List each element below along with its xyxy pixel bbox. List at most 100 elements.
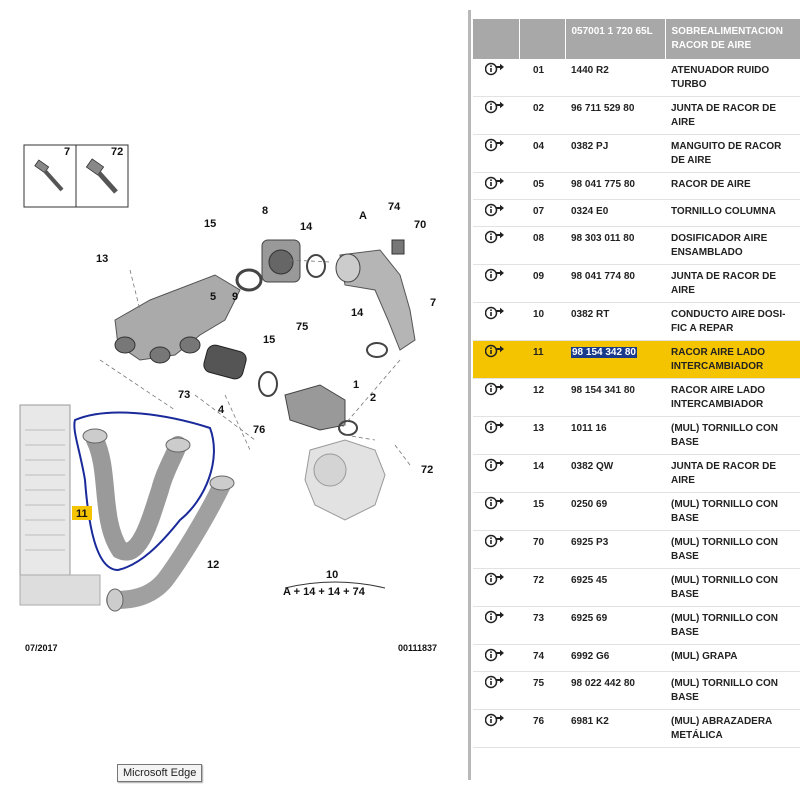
row-reference: 6925 P3 bbox=[565, 530, 665, 569]
row-reference: 1011 16 bbox=[565, 416, 665, 455]
row-info-icon-cell[interactable] bbox=[473, 302, 519, 341]
row-info-icon-cell[interactable] bbox=[473, 644, 519, 672]
info-arrow-icon[interactable] bbox=[485, 572, 505, 589]
air-pipe-a-drawing bbox=[335, 239, 416, 358]
info-arrow-icon[interactable] bbox=[485, 610, 505, 627]
header-ref: 057001 1 720 65L bbox=[565, 19, 666, 59]
row-reference: 6925 45 bbox=[565, 568, 665, 607]
info-arrow-icon[interactable] bbox=[485, 176, 505, 193]
row-info-icon-cell[interactable] bbox=[473, 134, 519, 173]
row-info-icon-cell[interactable] bbox=[473, 226, 519, 265]
row-info-icon-cell[interactable] bbox=[473, 530, 519, 569]
info-arrow-icon[interactable] bbox=[485, 675, 505, 692]
row-info-icon-cell[interactable] bbox=[473, 709, 519, 748]
row-description: JUNTA DE RACOR DE AIRE bbox=[665, 264, 800, 303]
info-arrow-icon[interactable] bbox=[485, 62, 505, 79]
row-info-icon-cell[interactable] bbox=[473, 416, 519, 455]
row-reference: 0382 PJ bbox=[565, 134, 665, 173]
info-arrow-icon[interactable] bbox=[485, 230, 505, 247]
row-description: DOSIFICADOR AIRE ENSAMBLADO bbox=[665, 226, 800, 265]
row-reference-text: 6981 K2 bbox=[571, 716, 609, 727]
parts-diagram[interactable]: 7 72 15 8 14 A 74 70 13 5 9 75 15 7 14 7… bbox=[0, 0, 468, 800]
row-info-icon-cell[interactable] bbox=[473, 199, 519, 227]
row-number: 04 bbox=[519, 134, 565, 173]
info-arrow-icon[interactable] bbox=[485, 306, 505, 323]
browser-tooltip: Microsoft Edge bbox=[117, 764, 203, 782]
label-5: 5 bbox=[210, 291, 216, 303]
row-reference-text: 1440 R2 bbox=[571, 65, 609, 76]
row-info-icon-cell[interactable] bbox=[473, 264, 519, 303]
row-reference-text: 0382 PJ bbox=[571, 141, 609, 152]
info-arrow-icon[interactable] bbox=[485, 458, 505, 475]
diagram-labels: 7 72 15 8 14 A 74 70 13 5 9 75 15 7 14 7… bbox=[64, 146, 436, 598]
label-9: 9 bbox=[232, 291, 238, 303]
row-reference: 6992 G6 bbox=[565, 644, 665, 672]
row-reference-text: 0382 QW bbox=[571, 461, 614, 472]
row-reference: 0382 QW bbox=[565, 454, 665, 493]
row-info-icon-cell[interactable] bbox=[473, 671, 519, 710]
row-number: 09 bbox=[519, 264, 565, 303]
info-arrow-icon[interactable] bbox=[485, 344, 505, 361]
label-11-highlight bbox=[72, 506, 92, 520]
row-info-icon-cell[interactable] bbox=[473, 378, 519, 417]
info-arrow-icon[interactable] bbox=[485, 100, 505, 117]
sleeve-4-drawing bbox=[203, 344, 278, 397]
row-number: 12 bbox=[519, 378, 565, 417]
row-reference-text: 98 154 342 80 bbox=[571, 347, 637, 358]
info-arrow-icon[interactable] bbox=[485, 713, 505, 730]
row-number: 02 bbox=[519, 96, 565, 135]
header-icon bbox=[473, 19, 520, 59]
info-arrow-icon[interactable] bbox=[485, 420, 505, 437]
header-num bbox=[519, 19, 566, 59]
row-description: CONDUCTO AIRE DOSI-FIC A REPAR bbox=[665, 302, 800, 341]
row-reference: 1440 R2 bbox=[565, 59, 665, 97]
row-reference: 98 154 342 80 bbox=[565, 340, 665, 379]
label-70: 70 bbox=[414, 219, 426, 231]
info-arrow-icon[interactable] bbox=[485, 268, 505, 285]
label-11: 11 bbox=[76, 508, 88, 520]
row-reference: 6981 K2 bbox=[565, 709, 665, 748]
info-arrow-icon[interactable] bbox=[485, 496, 505, 513]
silencer-1-drawing bbox=[284, 384, 358, 436]
intake-manifold-drawing bbox=[114, 274, 241, 364]
info-arrow-icon[interactable] bbox=[485, 203, 505, 220]
row-info-icon-cell[interactable] bbox=[473, 454, 519, 493]
row-info-icon-cell[interactable] bbox=[473, 492, 519, 531]
row-info-icon-cell[interactable] bbox=[473, 59, 519, 97]
row-reference-text: 0324 E0 bbox=[571, 206, 609, 217]
row-description: JUNTA DE RACOR DE AIRE bbox=[665, 96, 800, 135]
row-info-icon-cell[interactable] bbox=[473, 568, 519, 607]
row-reference: 98 041 774 80 bbox=[565, 264, 665, 303]
row-reference: 98 154 341 80 bbox=[565, 378, 665, 417]
info-arrow-icon[interactable] bbox=[485, 138, 505, 155]
row-info-icon-cell[interactable] bbox=[473, 172, 519, 200]
label-12: 12 bbox=[207, 559, 219, 571]
row-info-icon-cell[interactable] bbox=[473, 606, 519, 645]
info-arrow-icon[interactable] bbox=[485, 648, 505, 665]
info-arrow-icon[interactable] bbox=[485, 534, 505, 551]
row-info-icon-cell[interactable] bbox=[473, 96, 519, 135]
row-reference: 6925 69 bbox=[565, 606, 665, 645]
info-arrow-icon[interactable] bbox=[485, 382, 505, 399]
row-info-icon-cell[interactable] bbox=[473, 340, 519, 379]
row-number: 14 bbox=[519, 454, 565, 493]
